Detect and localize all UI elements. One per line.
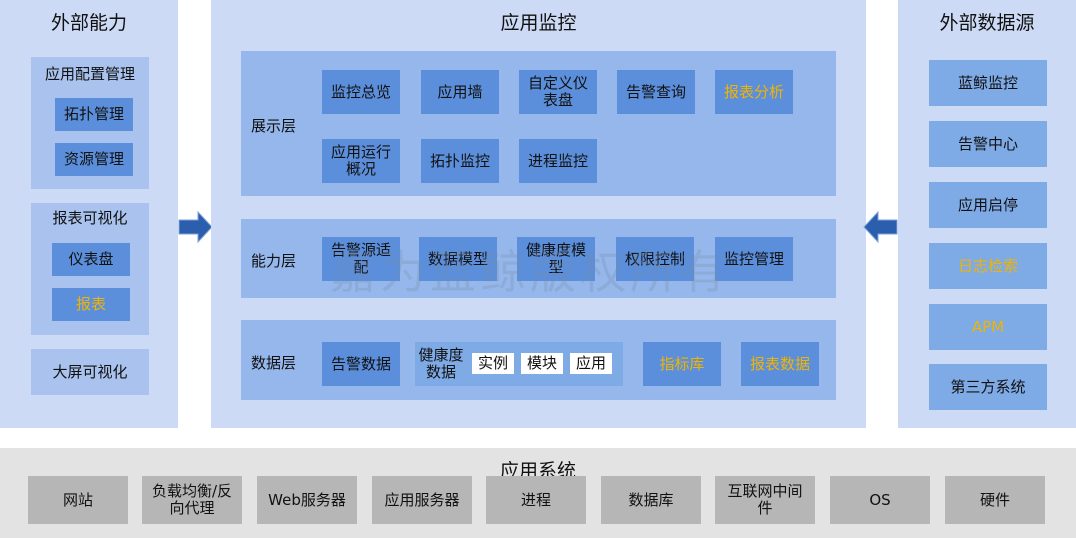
log-search[interactable]: 日志检索 — [929, 243, 1047, 289]
external-data-source-panel: 外部数据源 蓝鲸监控 告警中心 应用启停 日志检索 APM 第三方系统 — [898, 0, 1076, 428]
alarm-source-adaptation[interactable]: 告警源适 配 — [322, 237, 400, 281]
health-chip-module[interactable]: 模块 — [521, 353, 563, 374]
permission-control[interactable]: 权限控制 — [616, 237, 694, 281]
custom-dashboard[interactable]: 自定义仪 表盘 — [519, 70, 597, 114]
app-monitoring-panel: 应用监控 展示层 监控总览 应用墙 自定义仪 表盘 告警查询 报表分析 应用运行… — [211, 0, 866, 428]
dashboard[interactable]: 仪表盘 — [52, 243, 130, 276]
system-website[interactable]: 网站 — [28, 476, 128, 524]
report-data[interactable]: 报表数据 — [741, 342, 819, 386]
external-data-source-title: 外部数据源 — [939, 12, 1035, 34]
alarm-center[interactable]: 告警中心 — [929, 121, 1047, 167]
app-config-title: 应用配置管理 — [44, 65, 135, 83]
system-web-server[interactable]: Web服务器 — [257, 476, 357, 524]
report[interactable]: 报表 — [52, 288, 130, 321]
health-model[interactable]: 健康度模 型 — [517, 237, 595, 281]
data-layer-label: 数据层 — [251, 354, 297, 372]
app-wall[interactable]: 应用墙 — [421, 70, 499, 114]
alarm-query[interactable]: 告警查询 — [617, 70, 695, 114]
arrow-left-icon — [863, 210, 898, 244]
report-analysis[interactable]: 报表分析 — [715, 70, 793, 114]
system-middleware[interactable]: 互联网中间 件 — [715, 476, 815, 524]
system-hardware[interactable]: 硬件 — [945, 476, 1045, 524]
health-data-label: 健康度 数据 — [418, 346, 464, 381]
bluewhale-monitoring[interactable]: 蓝鲸监控 — [929, 60, 1047, 106]
topology-monitoring[interactable]: 拓扑监控 — [421, 139, 499, 183]
app-start-stop[interactable]: 应用启停 — [929, 182, 1047, 228]
topology-management[interactable]: 拓扑管理 — [55, 98, 133, 131]
system-app-server[interactable]: 应用服务器 — [372, 476, 472, 524]
apm[interactable]: APM — [929, 304, 1047, 350]
monitoring-management[interactable]: 监控管理 — [715, 237, 793, 281]
process-monitoring[interactable]: 进程监控 — [519, 139, 597, 183]
arrow-right-icon — [178, 210, 213, 244]
ability-layer-label: 能力层 — [251, 252, 297, 270]
system-process[interactable]: 进程 — [486, 476, 586, 524]
health-chip-application[interactable]: 应用 — [570, 353, 612, 374]
report-visualization-title: 报表可视化 — [52, 209, 128, 227]
external-capability-panel: 外部能力 应用配置管理 拓扑管理 资源管理 报表可视化 仪表盘 报表 大屏可视化 — [0, 0, 178, 428]
app-running-overview[interactable]: 应用运行 概况 — [322, 139, 400, 183]
external-capability-title: 外部能力 — [50, 12, 127, 34]
system-os[interactable]: OS — [830, 476, 930, 524]
health-chip-instance[interactable]: 实例 — [472, 353, 514, 374]
big-screen-visualization[interactable]: 大屏可视化 — [31, 349, 149, 395]
monitoring-overview[interactable]: 监控总览 — [322, 70, 400, 114]
system-load-balancer[interactable]: 负载均衡/反 向代理 — [142, 476, 242, 524]
resource-management[interactable]: 资源管理 — [55, 143, 133, 176]
data-model[interactable]: 数据模型 — [419, 237, 497, 281]
app-monitoring-title: 应用监控 — [500, 12, 577, 34]
app-system-panel: 应用系统 网站 负载均衡/反 向代理 Web服务器 应用服务器 进程 数据库 互… — [0, 448, 1076, 538]
display-layer-label: 展示层 — [251, 117, 297, 135]
alarm-data[interactable]: 告警数据 — [322, 342, 400, 386]
system-database[interactable]: 数据库 — [601, 476, 701, 524]
metrics-store[interactable]: 指标库 — [643, 342, 721, 386]
third-party-system[interactable]: 第三方系统 — [929, 364, 1047, 410]
